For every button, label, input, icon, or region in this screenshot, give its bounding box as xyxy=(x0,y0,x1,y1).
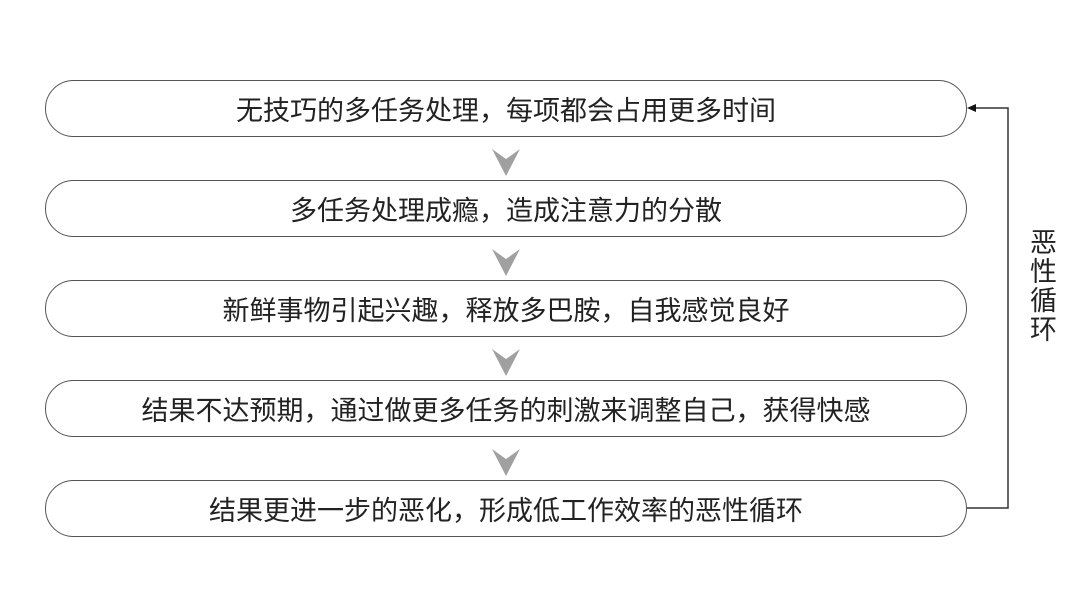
feedback-arrowhead-icon xyxy=(967,104,976,112)
down-arrow-icon xyxy=(492,449,520,476)
down-arrow-icon xyxy=(492,349,520,376)
down-arrow-icon xyxy=(492,249,520,276)
step-text: 无技巧的多任务处理，每项都会占用更多时间 xyxy=(236,96,776,127)
down-arrow-icon xyxy=(492,149,520,176)
step-box-1: 无技巧的多任务处理，每项都会占用更多时间 xyxy=(45,80,967,137)
step-text: 结果不达预期，通过做更多任务的刺激来调整自己，获得快感 xyxy=(141,396,871,427)
step-text: 结果更进一步的恶化，形成低工作效率的恶性循环 xyxy=(209,496,803,527)
step-box-2: 多任务处理成瘾，造成注意力的分散 xyxy=(45,180,967,237)
step-box-5: 结果更进一步的恶化，形成低工作效率的恶性循环 xyxy=(45,480,967,537)
step-box-4: 结果不达预期，通过做更多任务的刺激来调整自己，获得快感 xyxy=(45,380,967,437)
feedback-loop-line xyxy=(967,107,1009,509)
step-box-3: 新鲜事物引起兴趣，释放多巴胺，自我感觉良好 xyxy=(45,280,967,337)
loop-label: 恶性循环 xyxy=(1025,228,1056,344)
step-text: 新鲜事物引起兴趣，释放多巴胺，自我感觉良好 xyxy=(222,296,790,327)
step-text: 多任务处理成瘾，造成注意力的分散 xyxy=(290,196,722,227)
